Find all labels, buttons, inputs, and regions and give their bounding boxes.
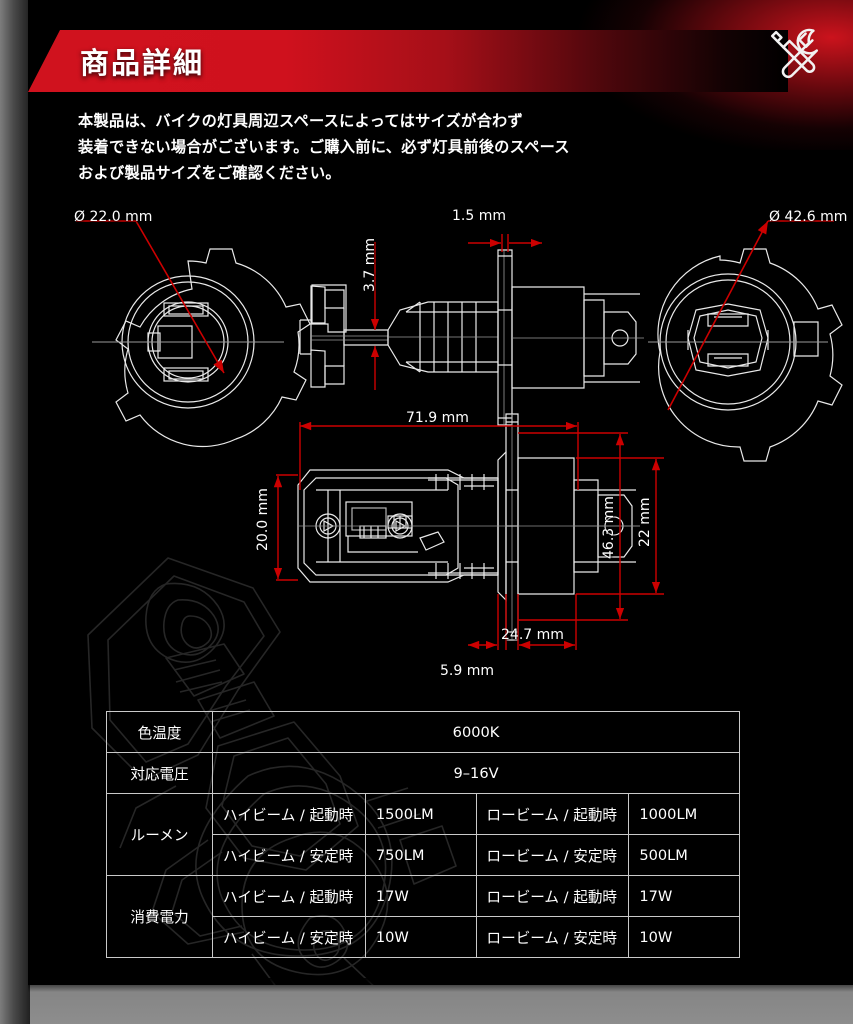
dim-24-7mm-line [517,594,577,650]
main-view-bottom [297,413,640,641]
description-text: 本製品は、バイクの灯具周辺スペースによってはサイズが合わず 装着できない場合がご… [78,108,778,186]
table-row-lumen-1: ルーメン ハイビーム / 起動時 1500LM ロービーム / 起動時 1000… [105,793,740,876]
dim-dia22-line [76,220,225,374]
cell-lumen-hi-label-1: ハイビーム / 起動時 [212,793,366,835]
dim-label-22mm: 22 mm [637,497,653,547]
cell-power-hi-label-2: ハイビーム / 安定時 [212,916,366,958]
content-panel: 商品詳細 本製品は、バイクの灯具周辺スペースによってはサイズが合わず 装着できな… [28,0,853,985]
section-title-banner [28,30,788,92]
front-view-left [92,248,311,448]
table-row-power-1: 消費電力 ハイビーム / 起動時 17W ロービーム / 起動時 17W [105,875,740,958]
rear-view-right [648,248,843,462]
cell-color-temp-value: 6000K [212,711,740,753]
table-row-power-2: ハイビーム / 安定時 10W ロービーム / 安定時 10W [107,916,740,958]
dim-label-46-3mm: 46.3 mm [601,496,617,559]
dim-label-20-0mm: 20.0 mm [255,488,271,551]
description-line-3: および製品サイズをご確認ください。 [78,164,341,183]
dim-22mm-line [576,457,664,595]
cell-lumen-lo-value-1: 1000LM [628,793,740,835]
table-row-color-temp: 色温度 6000K [105,711,740,753]
cell-lumen-hi-value-2: 750LM [364,834,477,876]
side-view-center [299,249,644,426]
cell-voltage-label: 対応電圧 [105,752,214,794]
dim-1-5mm-line [468,234,542,252]
dim-label-1-5mm: 1.5 mm [452,208,506,224]
cell-power-lo-label-1: ロービーム / 起動時 [475,875,630,917]
cell-lumen-hi-label-2: ハイビーム / 安定時 [212,834,366,876]
cell-voltage-value: 9–16V [212,752,740,794]
page-title: 商品詳細 [80,46,205,80]
cell-power-lo-value-1: 17W [628,875,740,917]
technical-drawings [76,220,843,650]
dim-20-0mm-line [273,474,298,581]
cell-power-lo-value-2: 10W [628,916,740,958]
dim-label-dia426: Ø 42.6 mm [769,209,848,225]
cell-power-lo-label-2: ロービーム / 安定時 [475,916,630,958]
dim-label-dia22: Ø 22.0 mm [74,209,153,225]
table-row-voltage: 対応電圧 9–16V [105,752,740,794]
specification-table: 色温度 6000K 対応電圧 9–16V ルーメン ハイビーム / 起動時 15… [105,711,740,958]
cell-power-hi-value-2: 10W [364,916,477,958]
cell-lumen-hi-value-1: 1500LM [364,793,477,835]
description-line-2: 装着できない場合がございます。ご購入前に、必ず灯具前後のスペース [78,138,570,157]
cell-lumen-lo-label-2: ロービーム / 安定時 [475,834,630,876]
dim-46-3mm-line [518,432,628,621]
cell-lumen-lo-label-1: ロービーム / 起動時 [475,793,630,835]
dim-5-9mm-line [468,594,507,650]
dim-dia426-line [667,220,834,411]
description-line-1: 本製品は、バイクの灯具周辺スペースによってはサイズが合わず [78,112,524,130]
cell-power-hi-value-1: 17W [364,875,477,917]
wrench-screwdriver-icon [770,28,819,79]
panel-bottom-shadow [28,978,853,992]
cell-power-label: 消費電力 [105,875,214,958]
dim-label-24-7mm: 24.7 mm [501,627,564,643]
dim-label-5-9mm: 5.9 mm [440,663,494,679]
table-row-lumen-2: ハイビーム / 安定時 750LM ロービーム / 安定時 500LM [107,834,740,876]
cell-color-temp-label: 色温度 [105,711,214,753]
cell-power-hi-label-1: ハイビーム / 起動時 [212,875,366,917]
cell-lumen-lo-value-2: 500LM [628,834,740,876]
dim-label-71-9mm: 71.9 mm [406,410,469,426]
dim-label-3-7mm: 3.7 mm [362,238,378,292]
cell-lumen-label: ルーメン [105,793,214,876]
